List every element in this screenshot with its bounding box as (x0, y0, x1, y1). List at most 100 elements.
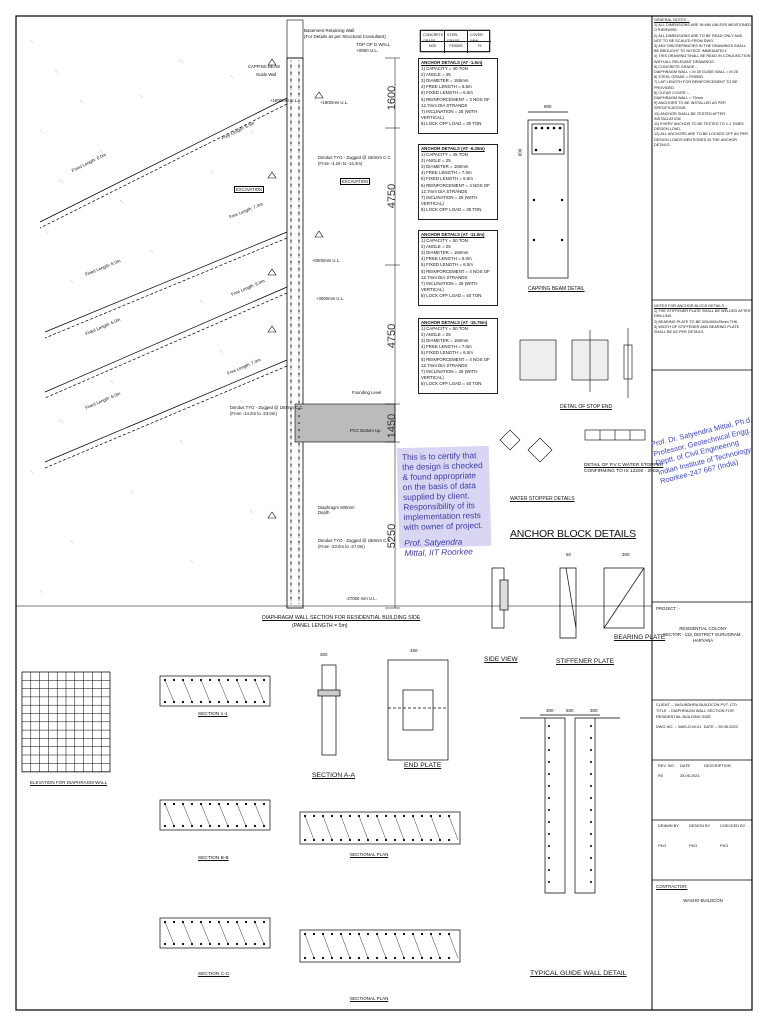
top-of-dwall-label: TOP OF D WALL +0000 U.L. (356, 42, 390, 54)
concrete-header: CONCRETE GRADE (421, 31, 445, 42)
top-level-text: +0000 U.L. (356, 48, 379, 53)
anchor-detail-line: 1) CAPACITY = 45 TON (421, 152, 468, 158)
date-label: DATE :- (703, 724, 718, 729)
dimdus-text-3: Dimdus TYO - Zugged @ 150mm C.C (318, 538, 391, 543)
anchor-detail-line: 2) ANGLE = 25 (421, 244, 451, 250)
anchor-detail-line: 2) ANGLE = 25 (421, 332, 451, 338)
side-view-title: SIDE VIEW (484, 656, 518, 663)
elevation-title: ELEVATION FOR DIAPHRAGM WALL (30, 780, 108, 785)
panel-length-text: (PANEL LENGTH = 5m) (292, 623, 348, 629)
date-value: 25.06.2023 (718, 724, 738, 729)
level-label: +0000mm U.L. (312, 258, 341, 263)
anchor-detail-line: 7) INCLINATION = 25 (WITH VERTICAL) (421, 108, 478, 120)
elevation-mesh (21, 671, 111, 773)
anchor-detail-line: 3) DIAMETER = 150mm (421, 78, 469, 84)
general-note: DIAPHRAGM WALL = 75mm (654, 96, 703, 101)
title-text: DIAPHRAGM WALL SECTION FOR RESIDENTIAL B… (656, 708, 734, 719)
section-cc-title: SECTION C-C (198, 972, 230, 977)
contractor-name: WASHO BUILDCON (683, 898, 723, 903)
dimension-value: 5250 (386, 523, 399, 549)
anchor-detail-line: 3) DIAMETER = 150mm (421, 250, 469, 256)
project-block: PROJECT :- RESIDENTIAL COLONY SECTOR - 1… (656, 606, 750, 644)
anchor-detail-line: 7) INCLINATION = 25 (WITH VERTICAL) (421, 368, 478, 380)
anchor-detail-line: 6) REINFORCEMENT = 3 NOS OF 12.7mm DIA S… (421, 96, 490, 108)
dimdus-range-2: (From -14.2m to -23.0m) (230, 411, 277, 416)
steel-header: STEEL GRADE (445, 31, 468, 42)
ground-anchors (39, 97, 288, 469)
rev-cell: R0 (658, 773, 663, 778)
anchor-note: 2) BEARING PLATE TO BE 300x300x25mm THK. (654, 319, 739, 324)
diaphragm-depth-label: Diaphragm 600mm Depth (318, 505, 355, 515)
anchor-detail-title: ANCHOR DETAILS (AT -6.25m) (421, 146, 485, 151)
pvc-stopper-title-text: DETAIL OF P.V.C WATER STOPPER (584, 463, 664, 468)
level-label: +1800mm U.L. (270, 98, 299, 103)
anchor-detail-line: 6) REINFORCEMENT = 4 NOS OF 12.7mm DIA S… (421, 356, 490, 368)
dwg-no: WAS-D-W-01 (678, 724, 702, 729)
section-aa-drawing (317, 659, 449, 761)
bearing-title: BEARING PLATE (614, 634, 666, 641)
capping-label: CAPPING BEAM (248, 64, 280, 69)
anchor-detail-line: 8) LOCK OFF LOAD = 30 TON (421, 120, 482, 126)
client-name: VASUNDHRA BUILDCON PVT. LTD. (674, 702, 738, 707)
dimension-value: 1450 (386, 413, 399, 439)
level-label: -27000 mm U.L. (346, 596, 377, 601)
section-aa-title: SECTION A-A (312, 772, 356, 779)
dimension-value: 1600 (386, 85, 399, 111)
anchor-detail-line: 5) FIXED LENGTH = 6.0m (421, 90, 473, 96)
level-label: +3000mm U.L. (316, 296, 345, 301)
top-note: Basement Retaining Wall (For Details as … (304, 28, 386, 40)
guide-wall-title: TYPICAL GUIDE WALL DETAIL (530, 970, 627, 977)
general-note: 6) STEEL GRADE = FE550D (654, 75, 704, 80)
rev-header: DESCRIPTION (704, 763, 731, 768)
client-block: CLIENT :- VASUNDHRA BUILDCON PVT. LTD. T… (656, 702, 750, 730)
excavation-label-1: EXCAVATION (234, 186, 265, 193)
rev-header: REV. NO. (658, 763, 675, 768)
anchor-detail-line: 8) LOCK OFF LOAD = 40 TON (421, 292, 482, 298)
wall-section-title-text: DIAPHRAGM WALL SECTION FOR RESIDENTIAL B… (262, 615, 421, 621)
client-label: CLIENT :- (656, 702, 674, 707)
dimdus-range-1: (From -4.2m to -14.2m) (318, 161, 363, 166)
diaphragm-wall (286, 19, 396, 609)
anchor-detail-line: 7) INCLINATION = 25 (WITH VERTICAL) (421, 280, 478, 292)
title-block-lines (652, 299, 752, 881)
title-label: TITLE :- (656, 708, 671, 713)
dimension-value: 4750 (386, 323, 399, 349)
water-stopper-title: WATER STOPPER DETAILS (510, 496, 575, 502)
anchor-detail-line: 7) INCLINATION = 25 (WITH VERTICAL) (421, 194, 478, 206)
dimdus-range-3: (From -23.0m to -27.0m) (318, 544, 365, 549)
stop-end-title: DETAIL OF STOP END (560, 404, 613, 410)
guide-wall-label: Guide Wall (256, 72, 277, 77)
anchor-block-drawing (491, 567, 645, 639)
guide-wall-drawing (520, 714, 620, 894)
anchor-detail-box: ANCHOR DETAILS (AT -11.0m) 1) CAPACITY =… (418, 230, 498, 306)
anchor-detail-title: ANCHOR DETAILS (AT -11.0m) (421, 232, 485, 237)
plan-title: SECTIONAL PLAN (350, 852, 389, 857)
guide-dim: 600 (566, 708, 574, 713)
sign-cell: PKG (658, 843, 667, 848)
rev-cell: 25.06.2023 (680, 773, 700, 778)
anchor-detail-line: 8) LOCK OFF LOAD = 35 TON (421, 206, 482, 212)
section-1-title: SECTION 1-1 (198, 712, 228, 717)
general-notes-title: GENERAL NOTES :- (654, 18, 690, 22)
general-note: 12) ALL ANCHORS ARE TO BE LOCKED OFF AS … (654, 132, 748, 147)
general-note: 2) ALL DIMENSIONS ARE TO BE READ ONLY AN… (654, 33, 743, 43)
founding-label: Founding Level (352, 390, 382, 395)
anchor-detail-line: 1) CAPACITY = 50 TON (421, 238, 468, 244)
pvc-stopper-sub: CONFIRMING TO IS 12200 - 2002 (584, 469, 659, 474)
anchor-note: 3) WIDTH OF STIFFENER AND BEARING PLATE … (654, 324, 740, 335)
rev-header: DATE (680, 763, 691, 768)
capping-beam-title: CAPPING BEAM DETAIL (528, 286, 585, 292)
anchor-detail-line: 4) FREE LENGTH = 7.0m (421, 170, 472, 176)
revision-table: REV. NO. DATE DESCRIPTION R0 25.06.2023 (656, 762, 750, 818)
client-line: CLIENT :- VASUNDHRA BUILDCON PVT. LTD. (656, 702, 750, 708)
anchor-notes-title: NOTES FOR ANCHOR BLOCK DETAILS :- (654, 304, 728, 308)
level-label: +1800mm U.L. (320, 100, 349, 105)
general-note: 9) ANCHORS TO BE INSTALLED AS PER SPECIF… (654, 101, 726, 111)
anchor-detail-line: 2) ANGLE = 25 (421, 158, 451, 164)
anchor-detail-box: ANCHOR DETAILS (AT -6.25m) 1) CAPACITY =… (418, 144, 498, 220)
general-note: 3) ANY DISCREPANCIES IN THE DRAWINGS SHA… (654, 44, 746, 54)
section-bb-title: SECTION B-B (198, 856, 229, 861)
stop-end-detail (519, 328, 633, 398)
anchor-detail-line: 4) FREE LENGTH = 6.0m (421, 256, 472, 262)
